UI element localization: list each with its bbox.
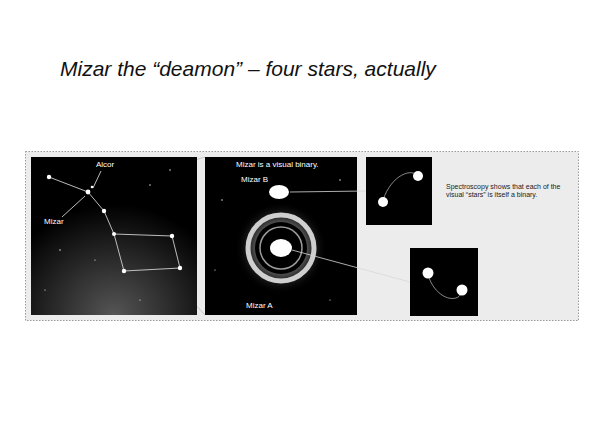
slide-title: Mizar the “deamon” – four stars, actuall… [60,57,436,81]
mizar-b-star [269,185,289,199]
star-label: Alcor [96,160,114,169]
star-label: Mizar [44,217,64,226]
sky-panel [31,157,197,315]
telescope-panel [205,157,357,315]
binary-panel [410,248,478,316]
note-text: Spectroscopy shows that each of the visu… [446,183,574,199]
big-dipper [49,171,180,271]
caption-note: Mizar is a visual binary. [236,160,319,169]
star-label: Mizar A [246,301,273,310]
mizar-a-star [270,239,292,257]
binary-panel [366,157,432,225]
star-label: Mizar B [241,175,268,184]
panel-frame [26,152,579,321]
